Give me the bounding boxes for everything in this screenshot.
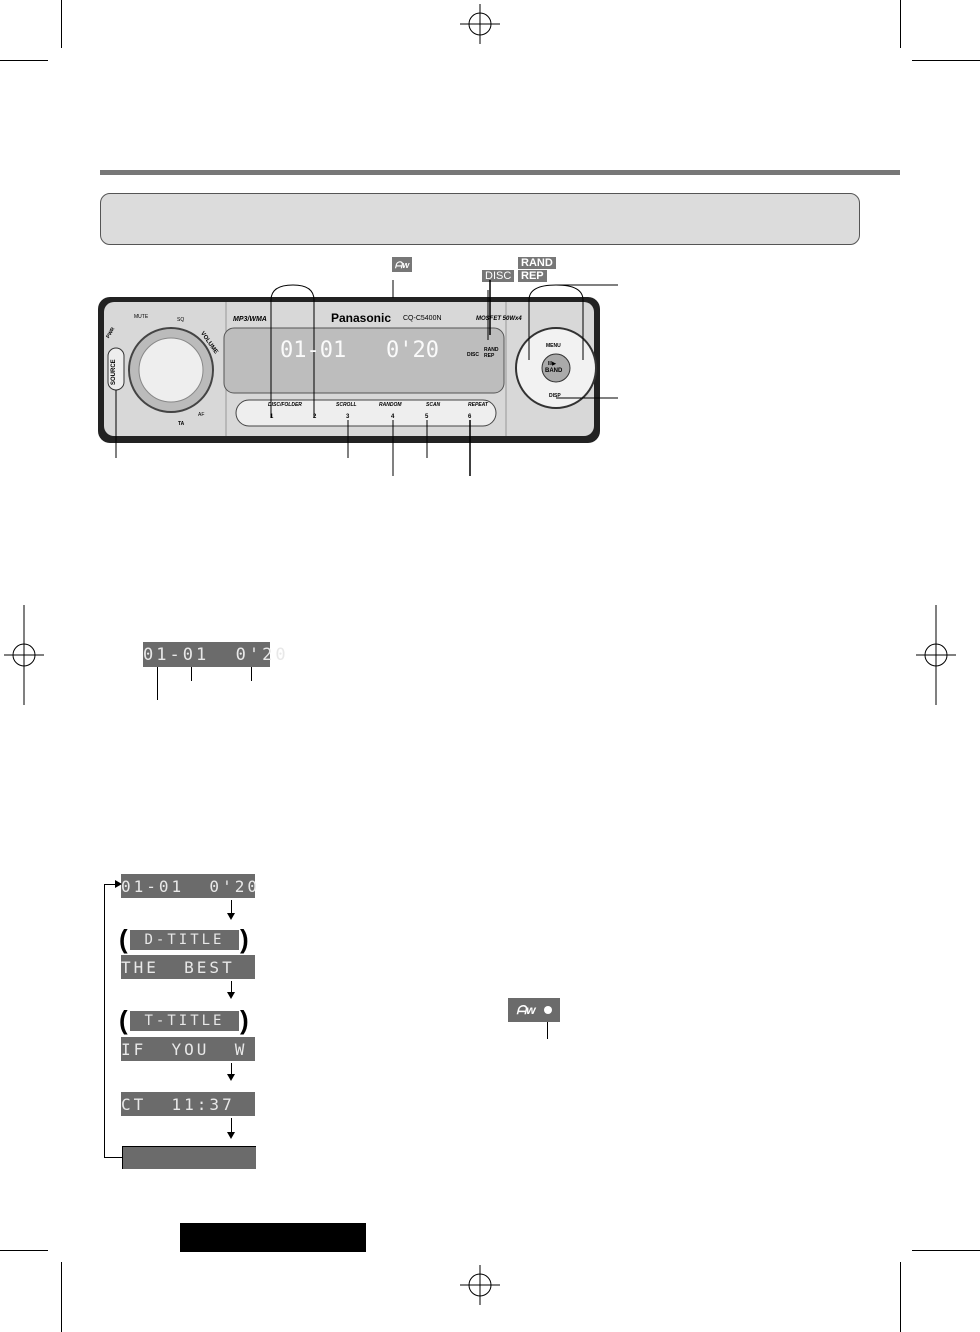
preset-label-repeat: REPEAT (468, 402, 488, 408)
header-rule (100, 170, 900, 175)
flow-display-disc-title: THE BEST (121, 955, 255, 979)
car-stereo-faceplate (98, 280, 618, 476)
rep-indicator-tag: REP (518, 270, 547, 282)
section-title-box (100, 193, 860, 245)
flow-display-clock: CT 11:37 (121, 1092, 255, 1116)
flow-arrow (227, 900, 235, 920)
paren: ( (119, 924, 128, 954)
svg-text:ᗩw: ᗩw (395, 260, 410, 270)
svg-text:ᗩw: ᗩw (516, 1003, 536, 1017)
device-display-text: 01-01 0'20 (280, 338, 439, 363)
rand-indicator-tag: RAND (518, 257, 556, 269)
flow-arrow (227, 1063, 235, 1081)
band-button[interactable]: BAND (545, 368, 563, 374)
amp-label: MOSFET 50Wx4 (476, 316, 522, 322)
disp-button[interactable]: DISP (549, 393, 561, 399)
flow-header-d-title: D-TITLE (130, 930, 239, 950)
leader-line (157, 667, 158, 700)
leader-line (191, 667, 192, 681)
flow-display-time: 01-01 0'20 (121, 874, 257, 898)
crop-mark (900, 1262, 901, 1332)
display-rand: RAND (484, 347, 499, 353)
flow-arrow (227, 1118, 235, 1139)
paren: ) (240, 1005, 249, 1035)
preset-button-2[interactable]: 2 (313, 414, 317, 420)
registration-mark-icon (460, 1265, 500, 1305)
flow-arrow (227, 981, 235, 999)
registration-mark-icon (460, 4, 500, 44)
preset-button-4[interactable]: 4 (391, 414, 395, 420)
crop-mark (61, 0, 62, 48)
crop-mark (912, 1250, 980, 1251)
leader-line (251, 667, 252, 681)
wma-logo-icon: ᗩw (392, 257, 412, 272)
preset-button-6[interactable]: 6 (468, 414, 472, 420)
mute-button[interactable]: MUTE (134, 314, 149, 320)
af-label: AF (198, 412, 205, 418)
flow-header-t-title: T-TITLE (130, 1011, 239, 1031)
disc-indicator-tag: DISC (482, 270, 515, 282)
crop-mark (61, 1262, 62, 1332)
flow-return-line (104, 884, 105, 1157)
brand-logo: Panasonic (331, 311, 392, 325)
crop-mark (912, 60, 980, 61)
flow-arrow-head (115, 880, 122, 888)
crop-mark (0, 60, 48, 61)
paren: ( (119, 1005, 128, 1035)
model-label: CQ-C5400N (403, 315, 442, 322)
menu-button[interactable]: MENU (546, 343, 561, 349)
flow-display-track-title: IF YOU W (121, 1037, 255, 1061)
format-logo: MP3/WMA (233, 316, 267, 323)
ta-button[interactable]: TA (178, 421, 185, 427)
flow-return-line (104, 1157, 122, 1158)
sq-button[interactable]: SQ (177, 317, 185, 323)
registration-mark-icon (916, 605, 956, 705)
leader-line (547, 1022, 548, 1039)
play-pause-button[interactable]: II/▶ (548, 361, 557, 367)
crop-mark (900, 0, 901, 48)
preset-label-scan: SCAN (426, 402, 441, 408)
registration-mark-icon (4, 605, 44, 705)
crop-mark (0, 1250, 48, 1251)
preset-label-scroll: SCROLL (336, 402, 357, 408)
source-button[interactable]: SOURCE (111, 359, 117, 385)
preset-label-disc-folder: DISC/FOLDER (268, 402, 302, 408)
flow-return-line (104, 884, 116, 885)
preset-button-1[interactable]: 1 (270, 414, 274, 420)
preset-button-5[interactable]: 5 (425, 414, 429, 420)
wma-indicator-icon: ᗩw (508, 998, 560, 1022)
display-disc: DISC (467, 352, 479, 358)
paren: ) (240, 924, 249, 954)
page-footer-bar (180, 1223, 366, 1252)
flow-display-blank (122, 1146, 256, 1169)
preset-label-random: RANDOM (379, 402, 402, 408)
display-rep: REP (484, 353, 495, 359)
sample-display: 01-01 0'20 (143, 642, 286, 667)
preset-button-3[interactable]: 3 (346, 414, 350, 420)
